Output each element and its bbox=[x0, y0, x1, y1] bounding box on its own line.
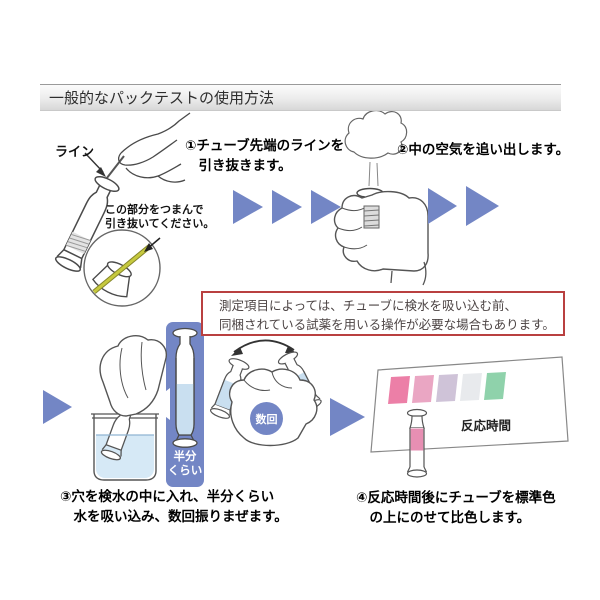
step2-caption: ②中の空気を追い出します。 bbox=[397, 142, 570, 157]
pinch-note: この部分をつまんで 引き抜いてください。 bbox=[105, 204, 215, 231]
step3-illustration bbox=[91, 322, 204, 487]
flow-arrow bbox=[272, 190, 302, 224]
squeezing-hand bbox=[333, 190, 429, 272]
flow-arrow bbox=[428, 188, 457, 224]
step1-illustration bbox=[54, 112, 191, 307]
step2-illustration bbox=[333, 109, 429, 286]
page-title: 一般的なパックテストの使用方法 bbox=[49, 90, 275, 107]
flow-arrow bbox=[330, 398, 365, 436]
standard-color-swatches bbox=[388, 372, 506, 404]
shake-count-badge: 数回 bbox=[250, 402, 283, 435]
reaction-time-label: 反応時間 bbox=[461, 419, 512, 433]
step4-illustration bbox=[370, 356, 569, 478]
shake-arrow bbox=[233, 339, 295, 353]
flow-arrow bbox=[466, 186, 499, 226]
air-puff bbox=[344, 109, 408, 159]
line-label: ライン bbox=[55, 144, 95, 159]
reacted-tube bbox=[406, 408, 428, 478]
flow-arrow bbox=[43, 390, 72, 424]
step1-caption: ①チューブ先端のラインを 引き抜きます。 bbox=[185, 138, 345, 174]
standard-color-card bbox=[370, 356, 569, 453]
note-box: 測定項目によっては、チューブに検水を吸い込む前、 同梱されている試薬を用いる操作… bbox=[201, 291, 565, 336]
pinching-hand bbox=[118, 112, 191, 183]
dipping-hand bbox=[99, 335, 167, 417]
half-level-label: 半分 くらい bbox=[167, 451, 203, 478]
section-header: 一般的なパックテストの使用方法 bbox=[40, 84, 561, 111]
flow-arrow bbox=[311, 190, 341, 224]
step3-caption: ③穴を検水の中に入れ、半分くらい 水を吸い込み、数回振りまぜます。 bbox=[60, 489, 288, 525]
flow-arrow bbox=[233, 190, 263, 224]
step4-caption: ④反応時間後にチューブを標準色 の上にのせて比色します。 bbox=[356, 490, 556, 526]
magnifier-detail bbox=[83, 229, 161, 307]
